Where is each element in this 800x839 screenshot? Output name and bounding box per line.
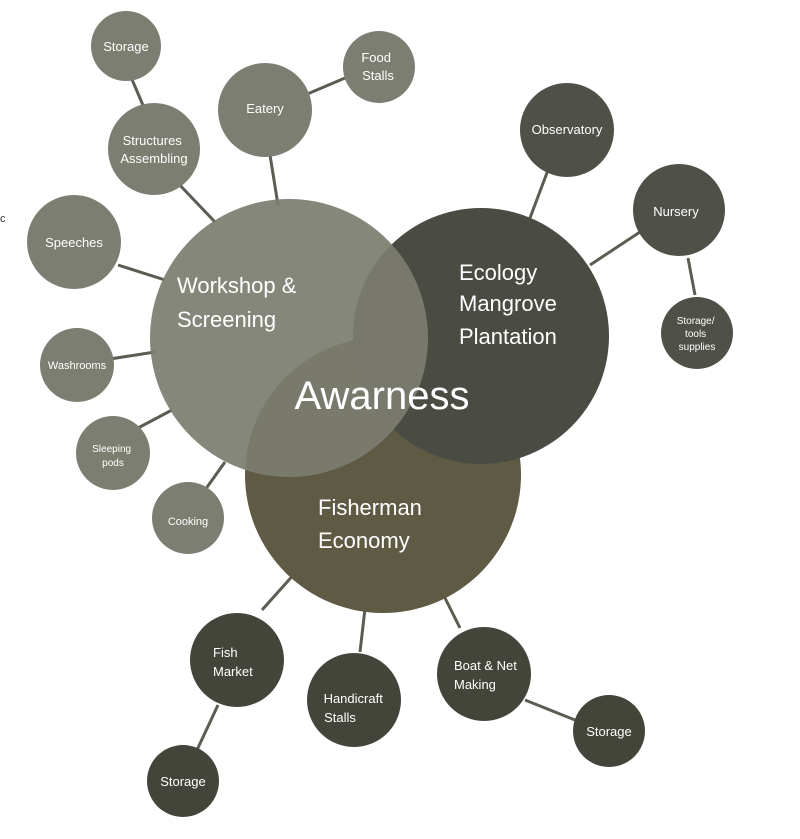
connector-speeches-workshop xyxy=(117,263,166,282)
connector-eatery-foodstalls xyxy=(304,76,346,97)
storage-bottom-left-label: Storage xyxy=(160,774,206,789)
connector-washrooms-workshop xyxy=(109,350,156,361)
handicraft-label-line-1: Handicraft xyxy=(324,691,384,706)
storage-tools-label-line-2: tools xyxy=(685,329,706,340)
sleeping-pods-label-line-2: pods xyxy=(102,458,124,469)
food-stalls-label-line-2: Stalls xyxy=(362,68,394,83)
storage-node-bottom-left[interactable] xyxy=(147,745,219,817)
handicraft-label-line-2: Stalls xyxy=(324,710,356,725)
ecology-label-line-3: Plantation xyxy=(459,324,557,349)
washrooms-label-line: Washrooms xyxy=(48,360,107,372)
observatory-node[interactable] xyxy=(520,83,614,177)
workshop-screening-label: Workshop & Screening xyxy=(177,273,303,332)
storage-right-label: Storage xyxy=(586,724,632,739)
washrooms-label: Washrooms xyxy=(48,360,107,372)
sleeping-pods-label-line-1: Sleeping xyxy=(92,444,131,455)
structures-label-line-2: Assembling xyxy=(120,151,187,166)
washrooms-node[interactable] xyxy=(40,328,114,402)
storage-tools-label-line-3: supplies xyxy=(679,342,716,353)
structures-label-line-1: Structures xyxy=(123,133,183,148)
fish-market-label: Fish Market xyxy=(213,645,253,679)
storage-node-right[interactable] xyxy=(573,695,645,767)
handicraft-stalls-node[interactable] xyxy=(307,653,401,747)
cooking-label: Cooking xyxy=(168,516,208,528)
speeches-node[interactable] xyxy=(27,195,121,289)
fisherman-label-line-2: Economy xyxy=(318,528,410,553)
nursery-node[interactable] xyxy=(633,164,725,256)
sleeping-pods-label: Sleeping pods xyxy=(92,444,134,469)
workshop-label-line-2: Screening xyxy=(177,307,276,332)
storage-top-label: Storage xyxy=(103,39,149,54)
speeches-label-line: Speeches xyxy=(45,235,103,250)
cooking-node[interactable] xyxy=(152,482,224,554)
connector-structures-workshop xyxy=(173,178,217,224)
observatory-label: Observatory xyxy=(532,122,603,137)
eatery-label-line: Eatery xyxy=(246,101,284,116)
storage-tools-supplies-label: Storage/ tools supplies xyxy=(677,316,718,353)
eatery-node[interactable] xyxy=(218,63,312,157)
storage-tools-label-line-1: Storage/ xyxy=(677,316,715,327)
connector-sleeping-workshop xyxy=(137,408,173,430)
storage-right-label-line: Storage xyxy=(586,724,632,739)
connector-cooking-workshop xyxy=(203,461,227,491)
ecology-mangrove-label: Ecology Mangrove Plantation xyxy=(459,260,563,349)
cooking-label-line: Cooking xyxy=(168,516,208,528)
fish-market-node[interactable] xyxy=(190,613,284,707)
fisherman-economy-label: Fisherman Economy xyxy=(318,495,428,553)
storage-node-top[interactable] xyxy=(91,11,161,81)
nursery-label: Nursery xyxy=(653,204,699,219)
workshop-label-line-1: Workshop & xyxy=(177,273,297,298)
connector-boatnet-storage xyxy=(524,698,581,724)
fish-market-label-line-1: Fish xyxy=(213,645,238,660)
ecology-bubble xyxy=(353,208,609,464)
sleeping-pods-node[interactable] xyxy=(76,416,150,490)
nursery-label-line: Nursery xyxy=(653,204,699,219)
center-awareness-label: Awarness xyxy=(295,374,470,418)
boat-net-label-line-2: Making xyxy=(454,677,496,692)
fisherman-label-line-1: Fisherman xyxy=(318,495,422,520)
boat-net-making-node[interactable] xyxy=(437,627,531,721)
boat-net-label-line-1: Boat & Net xyxy=(454,658,517,673)
storage-tools-supplies-node[interactable] xyxy=(661,297,733,369)
connector-nursery-storagetools xyxy=(686,257,697,296)
connector-eatery-workshop xyxy=(268,154,280,206)
observatory-label-line: Observatory xyxy=(532,122,603,137)
fish-market-label-line-2: Market xyxy=(213,664,253,679)
boat-net-making-label: Boat & Net Making xyxy=(454,658,521,692)
connector-fishmarket-fisherman xyxy=(260,570,298,612)
food-stalls-node[interactable] xyxy=(343,31,415,103)
food-stalls-label-line-1: Food xyxy=(361,50,391,65)
storage-bottom-left-label-line: Storage xyxy=(160,774,206,789)
workshop-bubble xyxy=(150,199,428,477)
structures-assembling-node[interactable] xyxy=(108,103,200,195)
ecology-label-line-1: Ecology xyxy=(459,260,537,285)
eatery-label: Eatery xyxy=(246,101,284,116)
connector-fishmarket-storage xyxy=(195,704,220,751)
storage-top-label-line: Storage xyxy=(103,39,149,54)
connector-observatory-ecology xyxy=(528,169,550,219)
handicraft-stalls-label: Handicraft Stalls xyxy=(324,691,387,725)
connector-nursery-ecology xyxy=(589,230,641,267)
food-stalls-label: Food Stalls xyxy=(361,50,394,83)
speeches-label: Speeches xyxy=(45,235,103,250)
connectors xyxy=(109,69,697,751)
structures-assembling-label: Structures Assembling xyxy=(120,133,187,166)
ecology-label-line-2: Mangrove xyxy=(459,291,557,316)
edge-mark: c xyxy=(0,213,6,225)
